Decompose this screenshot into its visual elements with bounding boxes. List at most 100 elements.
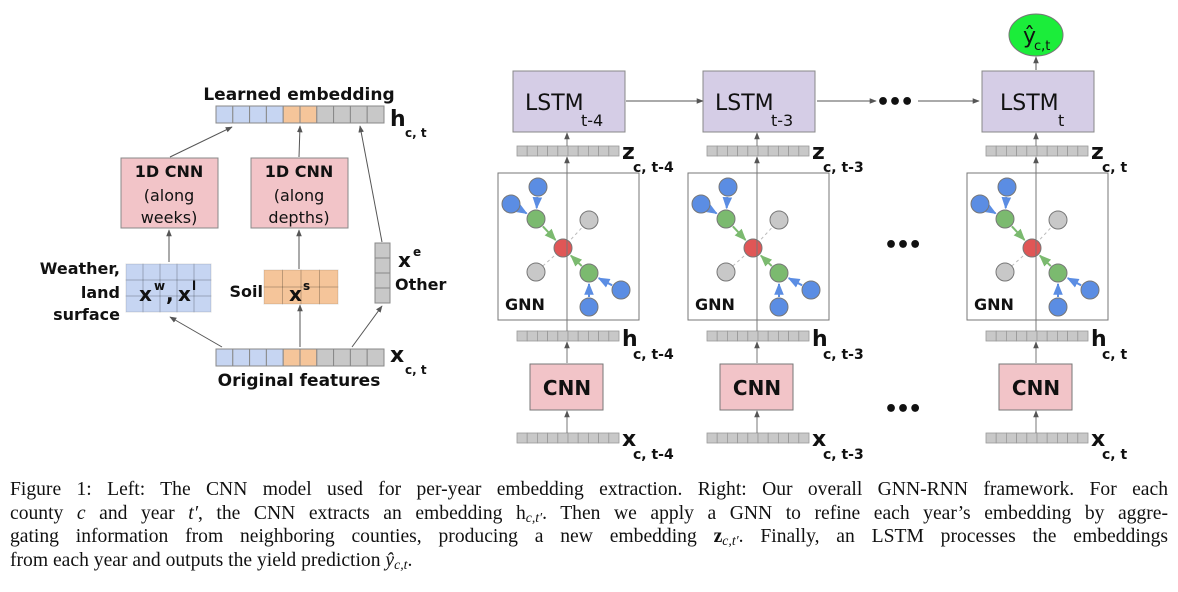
x-input-cell (567, 432, 579, 444)
yield-prediction-node (1008, 13, 1064, 57)
original-features-cell (333, 348, 351, 367)
inactive-node (1048, 210, 1068, 230)
soil-superscript: s (303, 279, 310, 293)
graph-message-edge (1011, 225, 1026, 241)
h-embedding-cell (588, 330, 600, 342)
graph-message-edge (704, 203, 718, 215)
cnn-label: CNN (733, 376, 781, 400)
cnn-embedding-panel: Learned embedding h c, t 1D CNN (along w… (40, 85, 447, 391)
weather-grid-cell (159, 263, 178, 281)
cnn-depths-line3: depths) (268, 208, 329, 227)
h-embedding-cell (516, 330, 528, 342)
h-subscript: c, t-4 (633, 347, 674, 363)
learned-embedding-subscript: c, t (405, 126, 427, 140)
z-embedding-cell (767, 145, 779, 157)
soil-grid-background (264, 270, 338, 304)
h-embedding-cell (567, 330, 579, 342)
h-embedding-cell (1046, 330, 1058, 342)
neighbor-node (995, 209, 1015, 229)
yield-prediction-symbol: ŷ (1023, 24, 1036, 49)
lstm-label: LSTM (525, 91, 584, 116)
h-embedding-cell (737, 330, 749, 342)
caption-line-1: Figure 1: Left: The CNN model used for p… (10, 479, 1168, 500)
z-embedding-cell (1036, 145, 1048, 157)
h-embedding-cell (577, 330, 589, 342)
x-input-cell (608, 432, 620, 444)
lstm-subscript: t-4 (581, 111, 603, 130)
x-input-cell (516, 432, 528, 444)
x-input-cell (788, 432, 800, 444)
lstm-label: LSTM (715, 91, 774, 116)
x-input-cell (1016, 432, 1028, 444)
graph-message-edge (514, 203, 528, 215)
x-input-cell (1026, 432, 1038, 444)
cnn-weeks-title: 1D CNN (135, 162, 204, 181)
z-embedding-cell (995, 145, 1007, 157)
x-input-cell (767, 432, 779, 444)
x-input-cell (716, 432, 728, 444)
arrow-depths-to-embedding (296, 125, 303, 158)
weather-grid-cell (142, 263, 161, 281)
h-symbol: h (1091, 327, 1107, 352)
z-embedding-cell (1006, 145, 1018, 157)
h-embedding-cell (1057, 330, 1069, 342)
graph-message-edge (1039, 254, 1052, 267)
x-input-cell (1057, 432, 1069, 444)
cnn-box (719, 363, 794, 411)
h-embedding-cell (747, 330, 759, 342)
graph-message-edge (760, 254, 773, 267)
z-embedding-cell (1046, 145, 1058, 157)
soil-grid-cell (300, 269, 320, 288)
h-embedding-cell (798, 330, 810, 342)
z-embedding-cell (608, 145, 620, 157)
soil-label: Soil (230, 282, 263, 301)
x-subscript: c, t-4 (633, 447, 674, 463)
second-hop-node (579, 297, 599, 317)
z-embedding-cell (985, 145, 997, 157)
x-input-cell (1067, 432, 1079, 444)
second-hop-node (1048, 297, 1068, 317)
h-embedding-cell (1006, 330, 1018, 342)
z-embedding-cell (737, 145, 749, 157)
second-hop-node (801, 280, 821, 300)
weather-grid-background (126, 264, 211, 312)
x-subscript: c, t-3 (823, 447, 864, 463)
x-input-cell (537, 432, 549, 444)
z-embedding-cell (577, 145, 589, 157)
weather-superscript-w: w (154, 279, 165, 293)
original-features-cell (215, 348, 234, 367)
h-embedding-cell (767, 330, 779, 342)
neighbor-node (579, 263, 599, 283)
gnn-box (497, 172, 640, 321)
x-input-cell (1006, 432, 1018, 444)
x-input-cell (1036, 432, 1048, 444)
h-embedding-cell (598, 330, 610, 342)
x-input-cell (737, 432, 749, 444)
x-input-cell (526, 432, 538, 444)
h-embedding-cell (995, 330, 1007, 342)
gnn-box (687, 172, 830, 321)
original-subscript: c, t (405, 363, 427, 377)
graph-message-edge (787, 277, 803, 288)
graph-message-edge (1066, 277, 1082, 288)
z-embedding-cell (1026, 145, 1038, 157)
weather-grid-cell (159, 279, 178, 297)
lstm-subscript: t (1058, 111, 1064, 130)
z-embedding-cell (716, 145, 728, 157)
gnn-box (966, 172, 1109, 321)
inactive-node (526, 262, 546, 282)
h-embedding-cell (1016, 330, 1028, 342)
soil-grid-cell (319, 269, 339, 288)
lstm-box (981, 70, 1095, 133)
weather-label-line3: surface (53, 305, 120, 324)
arrow-weeks-to-embedding (169, 126, 233, 158)
cnn-label: CNN (1012, 376, 1060, 400)
cnn-box (529, 363, 604, 411)
neighbor-node (769, 263, 789, 283)
weather-grid-cell (125, 295, 144, 313)
weather-land-matrix (125, 263, 212, 313)
other-features-cell (374, 257, 391, 274)
